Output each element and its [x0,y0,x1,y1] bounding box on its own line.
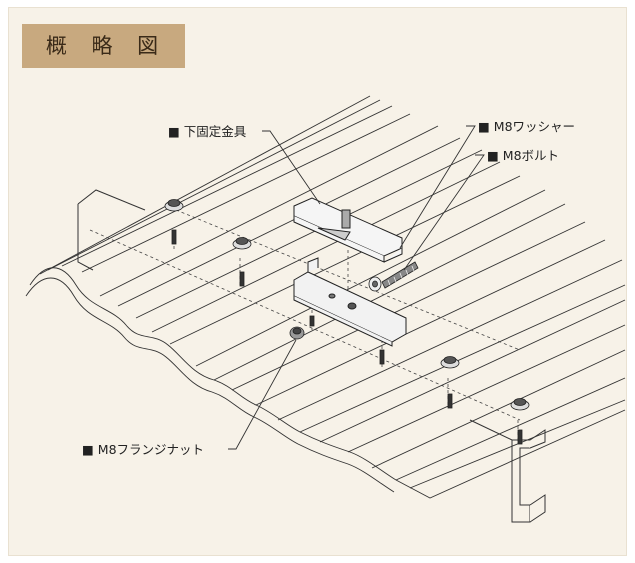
corrugated-roof-sheet [25,95,626,499]
m8-bolt [368,261,419,292]
right-purlin [469,419,546,523]
m8-flange-nut [289,315,315,340]
label-lower-bracket: ■ 下固定金具 [168,124,247,139]
screw-5 [510,398,530,445]
page-title: 概 略 図 [22,24,185,68]
screw-2 [232,237,252,287]
screw-4 [440,356,460,409]
lower-fixing-bracket [293,197,403,263]
label-bolt: ■ M8ボルト [487,148,559,163]
channel-bracket [293,257,407,347]
label-washer: ■ M8ワッシャー [478,119,575,134]
left-purlin [77,189,146,271]
leader-lines [228,125,485,450]
label-flange-nut: ■ M8フランジナット [82,442,204,457]
screw-1 [164,199,184,245]
